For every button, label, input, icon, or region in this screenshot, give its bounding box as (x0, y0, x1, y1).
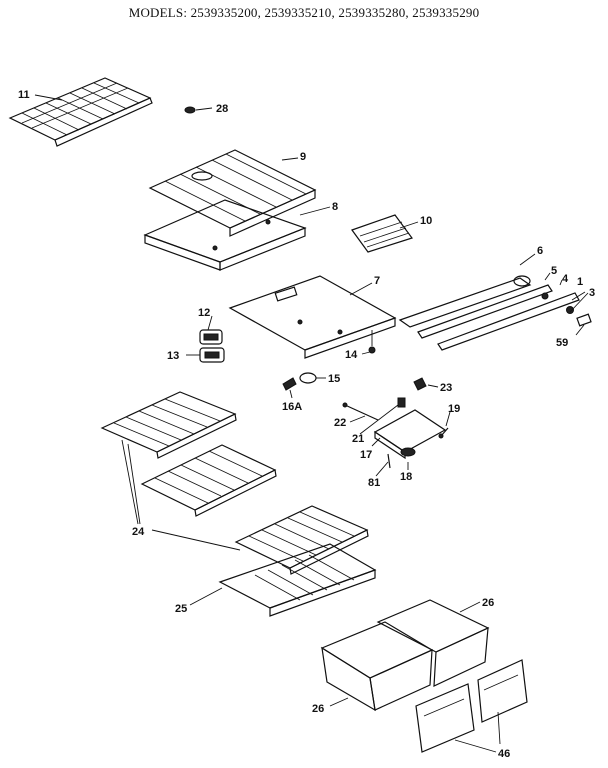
callout-14: 14 (345, 349, 358, 361)
part-15-bulb (299, 372, 317, 384)
callout-26-right: 26 (482, 597, 494, 609)
callout-6: 6 (537, 245, 543, 257)
part-46-drawer-front-right (477, 659, 528, 723)
part-11-wire-shelf (8, 77, 153, 147)
callout-13: 13 (167, 350, 179, 362)
part-7-large-panel (228, 275, 397, 359)
part-25-crisper-cover (218, 543, 377, 617)
part-17-control-housing (373, 409, 447, 460)
callout-1: 1 (577, 276, 583, 288)
callout-23: 23 (440, 382, 452, 394)
part-24-shelf-a (100, 391, 237, 459)
part-46-drawer-front-left (415, 683, 475, 753)
callout-5: 5 (551, 265, 557, 277)
callout-26-left: 26 (312, 703, 324, 715)
callout-25: 25 (175, 603, 187, 615)
part-81-screw (387, 453, 391, 469)
part-12-holder (199, 329, 223, 345)
callout-46: 46 (498, 748, 510, 760)
callout-21: 21 (352, 433, 364, 445)
part-21-spring (397, 397, 406, 408)
callout-3: 3 (589, 287, 595, 299)
part-16a-socket (282, 377, 297, 391)
callout-18: 18 (400, 471, 412, 483)
part-23-knob (413, 377, 427, 391)
part-13-holder (199, 347, 225, 363)
part-22-rod (342, 402, 379, 421)
part-5-rail (417, 284, 553, 339)
part-8-panel (143, 199, 307, 271)
callout-8: 8 (332, 201, 338, 213)
part-3-screw (566, 306, 574, 314)
part-18-dial (400, 447, 416, 457)
part-59-knob (576, 313, 592, 327)
part-10-grille (351, 214, 413, 253)
callout-17: 17 (360, 449, 372, 461)
callout-11: 11 (18, 89, 30, 101)
callout-16a: 16A (282, 401, 302, 413)
part-4-rail (437, 292, 580, 351)
part-26-drawer-left (320, 621, 434, 712)
part-26-drawer-right (376, 599, 490, 687)
callout-19: 19 (448, 403, 460, 415)
callout-12: 12 (198, 307, 210, 319)
callout-28: 28 (216, 103, 228, 115)
models-title: MODELS: 2539335200, 2539335210, 25393352… (128, 5, 480, 20)
callout-24: 24 (132, 526, 145, 538)
callout-10: 10 (420, 215, 432, 227)
leader-lines (34, 94, 589, 753)
part-6-rail (398, 275, 532, 328)
callout-9: 9 (300, 151, 306, 163)
part-14-plug (368, 346, 376, 354)
callout-15: 15 (328, 373, 340, 385)
callout-7: 7 (374, 275, 380, 287)
part-19-clip (438, 427, 449, 439)
callout-59: 59 (556, 337, 568, 349)
callout-22: 22 (334, 417, 346, 429)
part-28-clip (184, 106, 213, 114)
callout-labels: 11 28 9 8 10 7 6 5 4 1 3 59 12 13 14 15 … (18, 89, 595, 760)
callout-81: 81 (368, 477, 380, 489)
callout-4: 4 (562, 273, 569, 285)
part-24-shelf-b (140, 444, 277, 517)
